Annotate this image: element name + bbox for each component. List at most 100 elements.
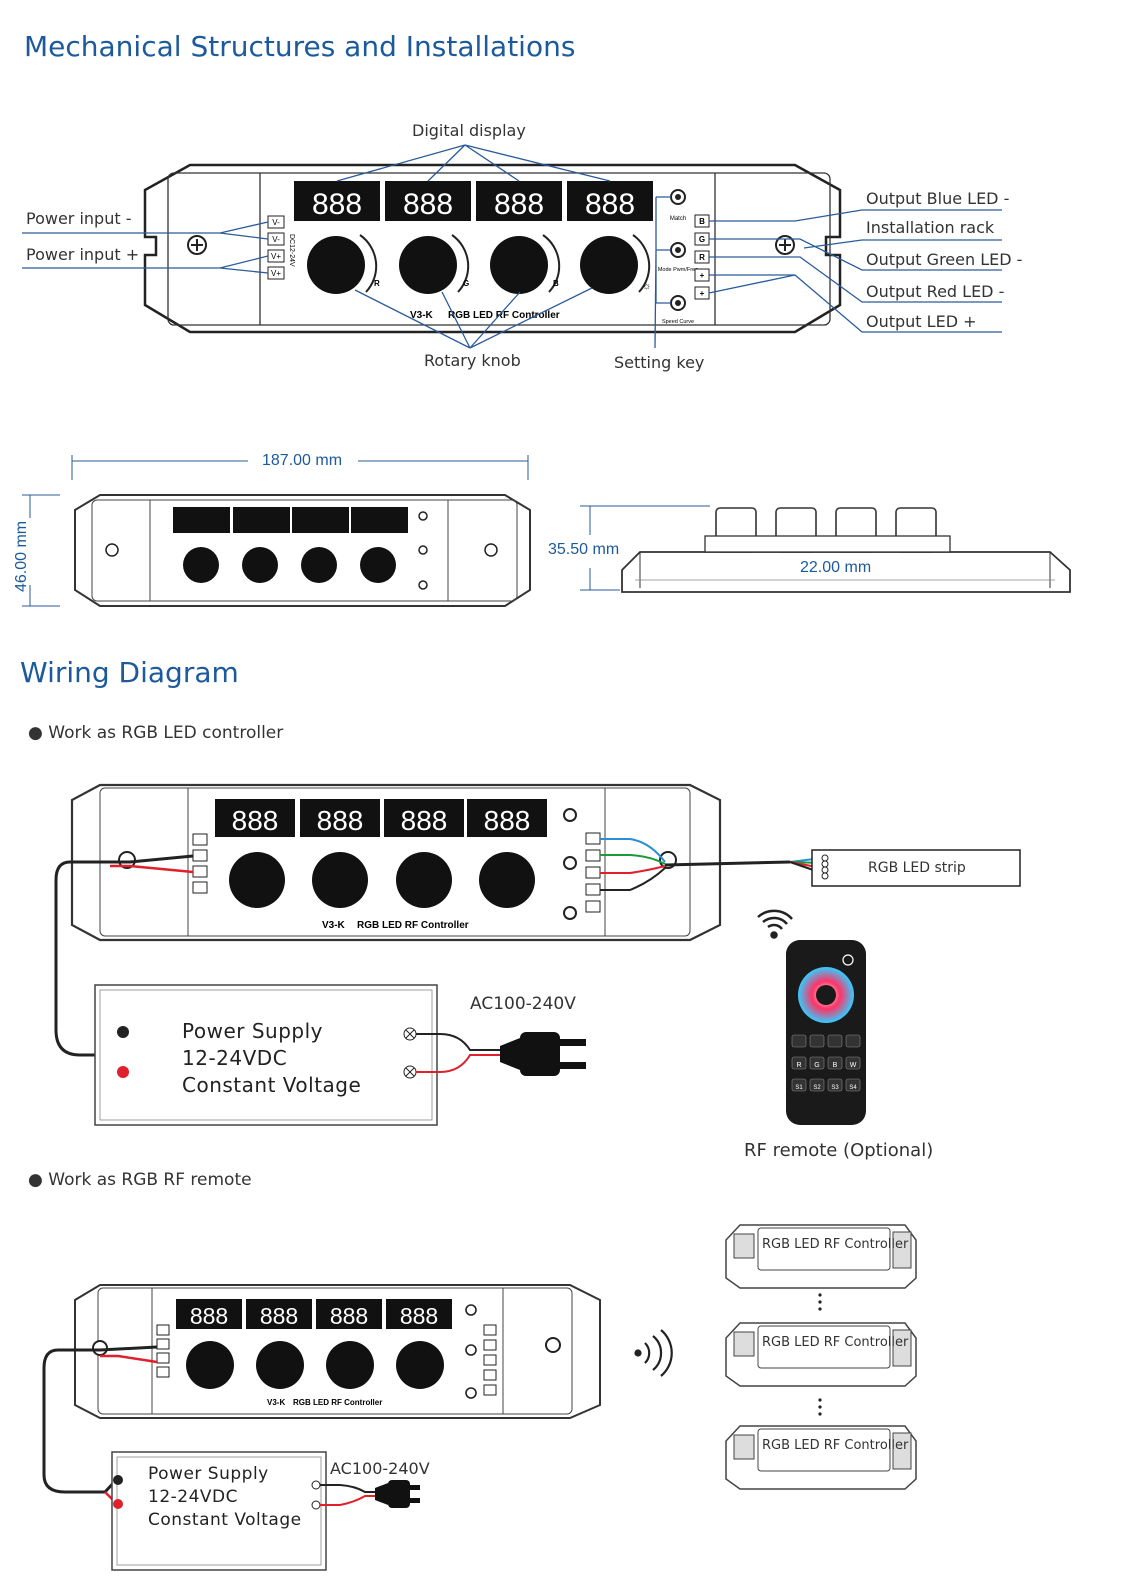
mode2-bullet: ● Work as RGB RF remote xyxy=(28,1170,252,1190)
digits-2: 888 xyxy=(403,188,453,221)
w-model: V3-K xyxy=(322,920,346,931)
terminal-plus-2: + xyxy=(700,289,705,298)
terminal-g: G xyxy=(699,235,705,244)
power-supply-2: Power Supply 12-24VDC Constant Voltage xyxy=(148,1463,302,1532)
wireless-signal-icon xyxy=(757,909,793,939)
mechanical-heading: Mechanical Structures and Installations xyxy=(24,30,576,63)
rotary-knob-b xyxy=(490,234,561,294)
knob-label-g: G xyxy=(463,279,469,288)
dim-width: 46.00 mm xyxy=(13,520,30,592)
digit-display-1 xyxy=(294,181,380,221)
mode1-bullet: ● Work as RGB LED controller xyxy=(28,723,284,743)
w-digits-2: 888 xyxy=(317,805,364,836)
remote-btn-s2: S2 xyxy=(813,1085,821,1091)
callout-rotary-knob: Rotary knob xyxy=(424,351,521,370)
w-digits-4: 888 xyxy=(484,805,531,836)
receiver-2 xyxy=(725,1322,917,1387)
speed-key-label: Speed Curve xyxy=(662,319,694,325)
callout-output-green: Output Green LED - xyxy=(866,250,1023,269)
receiver-3 xyxy=(725,1425,917,1490)
rgb-led-strip-label: RGB LED strip xyxy=(868,860,966,876)
callout-digital-display: Digital display xyxy=(412,121,526,140)
dim-height: 35.50 mm xyxy=(548,541,620,558)
ellipsis-dots xyxy=(818,1293,822,1416)
ps1-line2: 12-24VDC xyxy=(182,1046,288,1070)
rotary-knob-g xyxy=(399,234,470,294)
mode2-text: Work as RGB RF remote xyxy=(48,1170,252,1190)
remote-caption: RF remote (Optional) xyxy=(744,1140,934,1161)
dimension-drawings xyxy=(22,455,1071,607)
leader-lines xyxy=(22,144,1002,349)
match-key-label: Match xyxy=(670,216,686,222)
terminal-v-minus-1: V- xyxy=(272,218,280,227)
ps2-line1: Power Supply xyxy=(148,1464,269,1484)
remote-btn-s1: S1 xyxy=(795,1085,803,1091)
remote-btn-r: R xyxy=(796,1062,801,1069)
r-digits-2: 888 xyxy=(260,1303,298,1329)
ps2-line2: 12-24VDC xyxy=(148,1487,238,1507)
speed-key xyxy=(670,295,686,311)
knob-label-r: R xyxy=(374,279,380,288)
digit-display-2 xyxy=(385,181,471,221)
mode-key xyxy=(670,242,686,258)
callout-output-led-plus: Output LED + xyxy=(866,312,977,331)
knob-label-brightness: ☼ xyxy=(642,281,651,292)
voltage-label: DC12-24V xyxy=(288,234,295,267)
dim-length: 187.00 mm xyxy=(262,452,343,469)
wiring-heading: Wiring Diagram xyxy=(20,656,239,689)
digits-3: 888 xyxy=(494,188,544,221)
remote-btn-s3: S3 xyxy=(831,1085,839,1091)
ps2-line3: Constant Voltage xyxy=(148,1510,302,1530)
knob-label-b: B xyxy=(553,279,559,288)
ac-plug-icon xyxy=(500,1032,586,1076)
terminal-plus-1: + xyxy=(700,271,705,280)
receiver-3-label: RGB LED RF Controller xyxy=(762,1438,909,1453)
remote-btn-w: W xyxy=(850,1062,857,1069)
model-label: V3-K xyxy=(410,310,434,321)
dim-body-height: 22.00 mm xyxy=(800,559,872,576)
callout-setting-key: Setting key xyxy=(614,353,705,372)
wiring-diagram-controller: 888 888 888 888 V3-K RGB LED RF Controll… xyxy=(54,783,1021,1126)
digit-display-4 xyxy=(567,181,653,221)
remote-btn-s4: S4 xyxy=(849,1085,857,1091)
callout-output-red: Output Red LED - xyxy=(866,282,1005,301)
power-supply-1: Power Supply 12-24VDC Constant Voltage xyxy=(182,1018,361,1099)
ac-label-1: AC100-240V xyxy=(470,994,576,1014)
signal-waves-icon xyxy=(634,1329,673,1377)
rf-remote: R G B W S1 S2 S3 S4 xyxy=(786,940,866,1125)
callout-output-blue: Output Blue LED - xyxy=(866,189,1010,208)
product-name-label: RGB LED RF Controller xyxy=(448,310,560,321)
mode-key-label: Mode Pwm/Freq xyxy=(658,267,698,273)
r-digits-1: 888 xyxy=(190,1303,228,1329)
w-digits-3: 888 xyxy=(401,805,448,836)
r-digits-4: 888 xyxy=(400,1303,438,1329)
front-view-diagram: 888 888 888 888 R G B ☼ V3-K RGB LED RF … xyxy=(22,144,1002,349)
callout-installation-rack: Installation rack xyxy=(866,218,995,237)
wiring-diagram-remote: 888 888 888 888 V3-K RGB LED RF Controll… xyxy=(42,1224,917,1571)
screw-right xyxy=(775,235,795,255)
top-view xyxy=(74,494,531,607)
ps1-line3: Constant Voltage xyxy=(182,1073,362,1097)
digit-display-3 xyxy=(476,181,562,221)
side-view xyxy=(621,507,1071,593)
ac-label-2: AC100-240V xyxy=(330,1459,430,1478)
terminal-r: R xyxy=(699,253,705,262)
receiver-1-label: RGB LED RF Controller xyxy=(762,1237,909,1252)
ps1-line1: Power Supply xyxy=(182,1019,323,1043)
match-key xyxy=(670,189,686,205)
callout-power-input-minus: Power input - xyxy=(26,209,132,228)
r-digits-3: 888 xyxy=(330,1303,368,1329)
r-model: V3-K xyxy=(267,1398,285,1407)
input-terminal-block xyxy=(267,215,285,280)
callout-power-input-plus: Power input + xyxy=(26,245,140,264)
w-digits-1: 888 xyxy=(232,805,279,836)
mode1-text: Work as RGB LED controller xyxy=(48,723,284,743)
rotary-knob-brightness xyxy=(580,234,651,294)
digits-1: 888 xyxy=(312,188,362,221)
terminal-b: B xyxy=(699,217,705,226)
remote-btn-g: G xyxy=(814,1062,819,1069)
screw-left xyxy=(187,235,207,255)
digits-4: 888 xyxy=(585,188,635,221)
w-product-name: RGB LED RF Controller xyxy=(357,920,469,931)
rotary-knob-r xyxy=(307,234,378,294)
